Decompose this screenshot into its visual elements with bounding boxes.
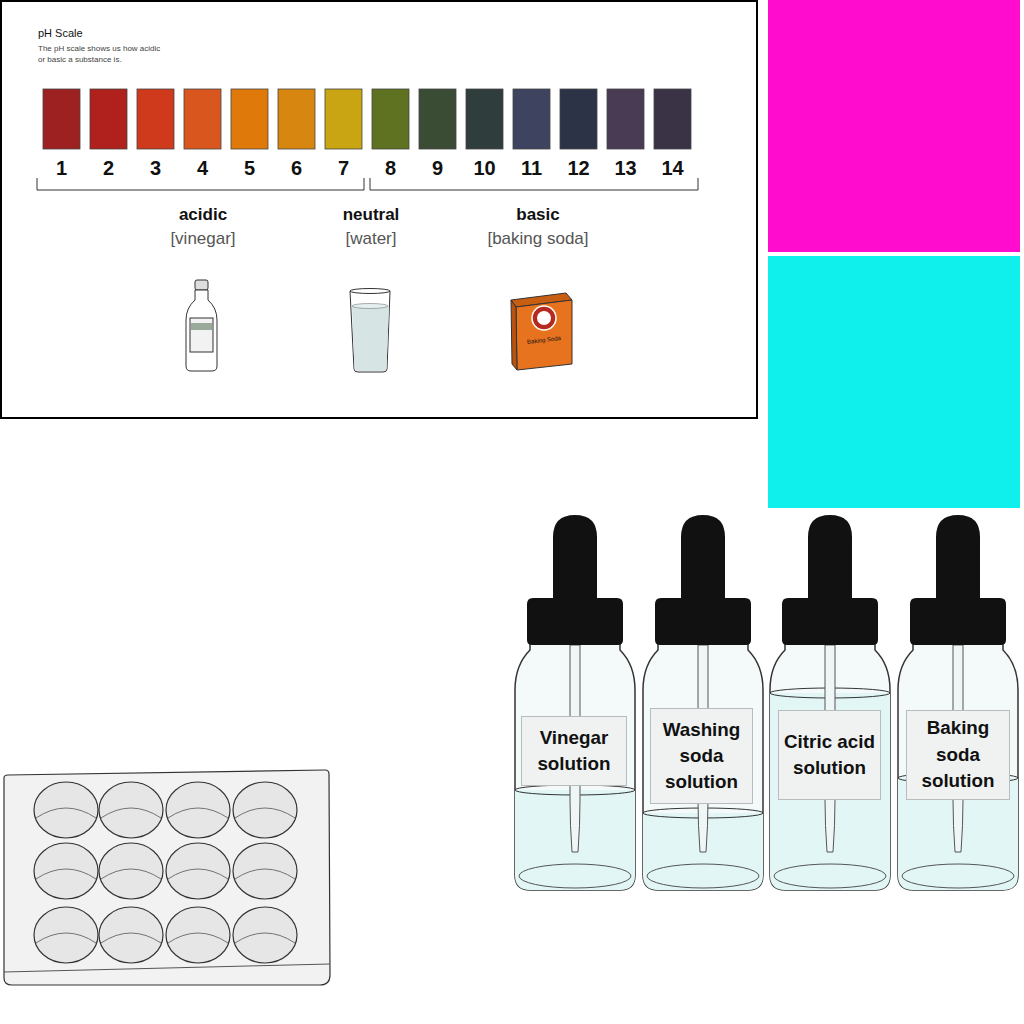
- ph-number: 8: [385, 157, 396, 180]
- ph-swatches: [43, 89, 691, 149]
- ph-number: 1: [56, 157, 67, 180]
- bottle-label: Baking soda solution: [906, 710, 1010, 800]
- example-label: [baking soda]: [487, 229, 588, 249]
- dropper-bottle: [643, 515, 763, 890]
- bottle-label-text: Baking soda solution: [907, 715, 1009, 794]
- water-glass-icon: [350, 289, 390, 373]
- bottle-label: Washing soda solution: [650, 708, 753, 804]
- bracket: [370, 178, 698, 190]
- dropper-bottle: [770, 515, 890, 890]
- bottle-label: Citric acid solution: [778, 710, 881, 800]
- panel-title: pH Scale: [38, 27, 83, 39]
- ph-number: 11: [521, 157, 542, 180]
- category-label: basic: [516, 205, 559, 225]
- panel-subtitle: The pH scale shows us how acidic or basi…: [38, 44, 168, 66]
- vinegar-bottle-icon: [186, 280, 217, 371]
- example-label: [vinegar]: [170, 229, 235, 249]
- dropper-bottle: [515, 515, 635, 890]
- dropper-bottle: [898, 515, 1018, 890]
- ph-number: 12: [567, 157, 589, 180]
- cyan-panel: [768, 256, 1020, 508]
- bottle-label-text: Washing soda solution: [651, 717, 752, 796]
- ph-number: 5: [244, 157, 255, 180]
- example-label: [water]: [345, 229, 396, 249]
- magenta-panel: [768, 0, 1020, 252]
- ph-number: 7: [338, 157, 349, 180]
- ph-number: 4: [197, 157, 208, 180]
- ph-number: 6: [291, 157, 302, 180]
- bottle-label: Vinegar solution: [521, 716, 627, 786]
- category-label: acidic: [179, 205, 227, 225]
- ph-number: 10: [473, 157, 495, 180]
- bottle-label-text: Vinegar solution: [522, 725, 626, 778]
- ph-number: 2: [103, 157, 114, 180]
- baking-soda-box-icon: [511, 293, 572, 370]
- well-plate: [4, 770, 330, 985]
- ph-number: 14: [661, 157, 683, 180]
- ph-number: 9: [432, 157, 443, 180]
- ph-number: 13: [614, 157, 636, 180]
- category-label: neutral: [343, 205, 400, 225]
- bracket: [37, 178, 364, 190]
- ph-number: 3: [150, 157, 161, 180]
- bottle-label-text: Citric acid solution: [779, 729, 880, 782]
